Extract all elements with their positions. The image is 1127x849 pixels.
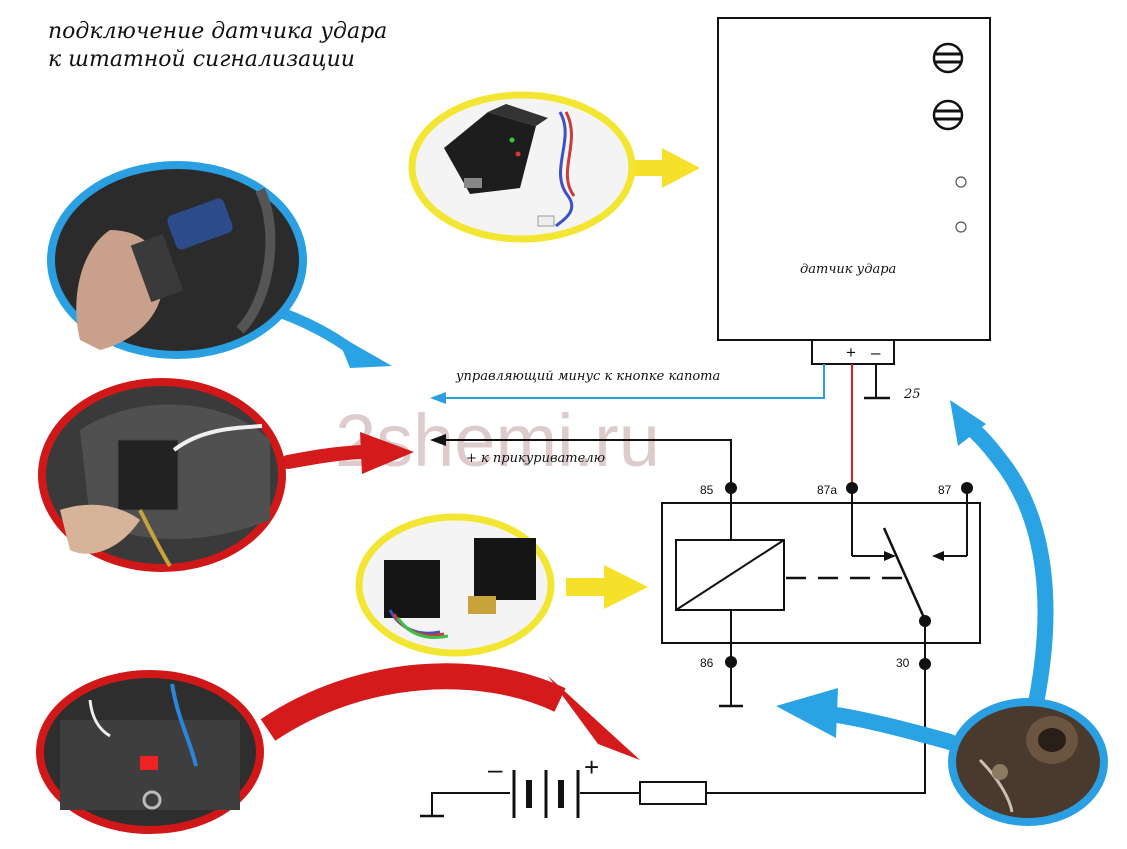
pin-85-dot xyxy=(725,482,737,494)
pin-30-label: 30 xyxy=(896,656,910,670)
blue-arrow-ground xyxy=(822,706,958,750)
pin-87a-label: 87a xyxy=(817,483,837,497)
red-arrowhead-battery-icon xyxy=(548,676,640,760)
battery-plus-label: + xyxy=(584,752,599,782)
relay: 85 87a 87 86 30 xyxy=(661,482,981,708)
red-arrowhead-icon xyxy=(360,432,414,474)
battery-circuit: – + xyxy=(420,664,926,818)
pin-85-label: 85 xyxy=(700,483,714,497)
sensor-minus-label: – xyxy=(871,343,881,362)
led-indicator-icon xyxy=(955,221,967,233)
red-arrow-battery xyxy=(260,663,566,741)
ground-number-label: 25 xyxy=(903,387,921,402)
sensor-plus-label: + xyxy=(846,343,856,362)
title-line-1: подключение датчика удара xyxy=(48,19,387,44)
blue-arrowhead-up-icon xyxy=(950,400,986,446)
pin-87-dot xyxy=(961,482,973,494)
yellow-arrowhead-icon xyxy=(662,148,700,188)
yellow-arrow-sensor xyxy=(634,148,700,188)
hood-minus-arrowhead-icon xyxy=(430,392,446,404)
sensor-label: датчик удара xyxy=(800,262,896,277)
blue-arrowhead-icon xyxy=(336,334,392,368)
yellow-arrow-relay xyxy=(566,565,648,609)
hood-minus-wire xyxy=(440,364,825,399)
hood-minus-label: управляющий минус к кнопке капота xyxy=(455,369,720,384)
fuse-icon xyxy=(639,781,707,805)
pin-87-label: 87 xyxy=(938,483,952,497)
adjustment-screw-icon xyxy=(932,42,964,74)
pin-86-dot xyxy=(725,656,737,668)
yellow-arrowhead-icon xyxy=(604,565,648,609)
led-indicator-icon xyxy=(955,176,967,188)
photo-shock-sensor-module xyxy=(408,91,636,243)
pin-87a-dot xyxy=(846,482,858,494)
lighter-plus-label: + к прикуривателю xyxy=(466,451,605,466)
battery-minus-label: – xyxy=(488,754,503,784)
lighter-arrowhead-icon xyxy=(430,434,446,446)
title-line-2: к штатной сигнализации xyxy=(48,47,355,72)
photo-battery xyxy=(36,670,264,834)
pin-86-label: 86 xyxy=(700,656,714,670)
photo-hood-connector xyxy=(47,161,307,359)
photo-hood-button xyxy=(948,698,1108,826)
battery-icon xyxy=(512,770,580,818)
shock-sensor: датчик удара + – xyxy=(717,17,991,365)
switch-pivot-dot xyxy=(919,615,931,627)
blue-arrow-up xyxy=(956,414,1054,716)
blue-arrowhead-icon xyxy=(776,688,838,738)
photo-relay xyxy=(355,513,555,657)
relay-switch-contact xyxy=(882,527,927,621)
lighter-plus-wire xyxy=(440,439,732,488)
adjustment-screw-icon xyxy=(932,99,964,131)
photo-lighter-connector xyxy=(38,378,286,572)
sensor-connector xyxy=(811,339,895,365)
